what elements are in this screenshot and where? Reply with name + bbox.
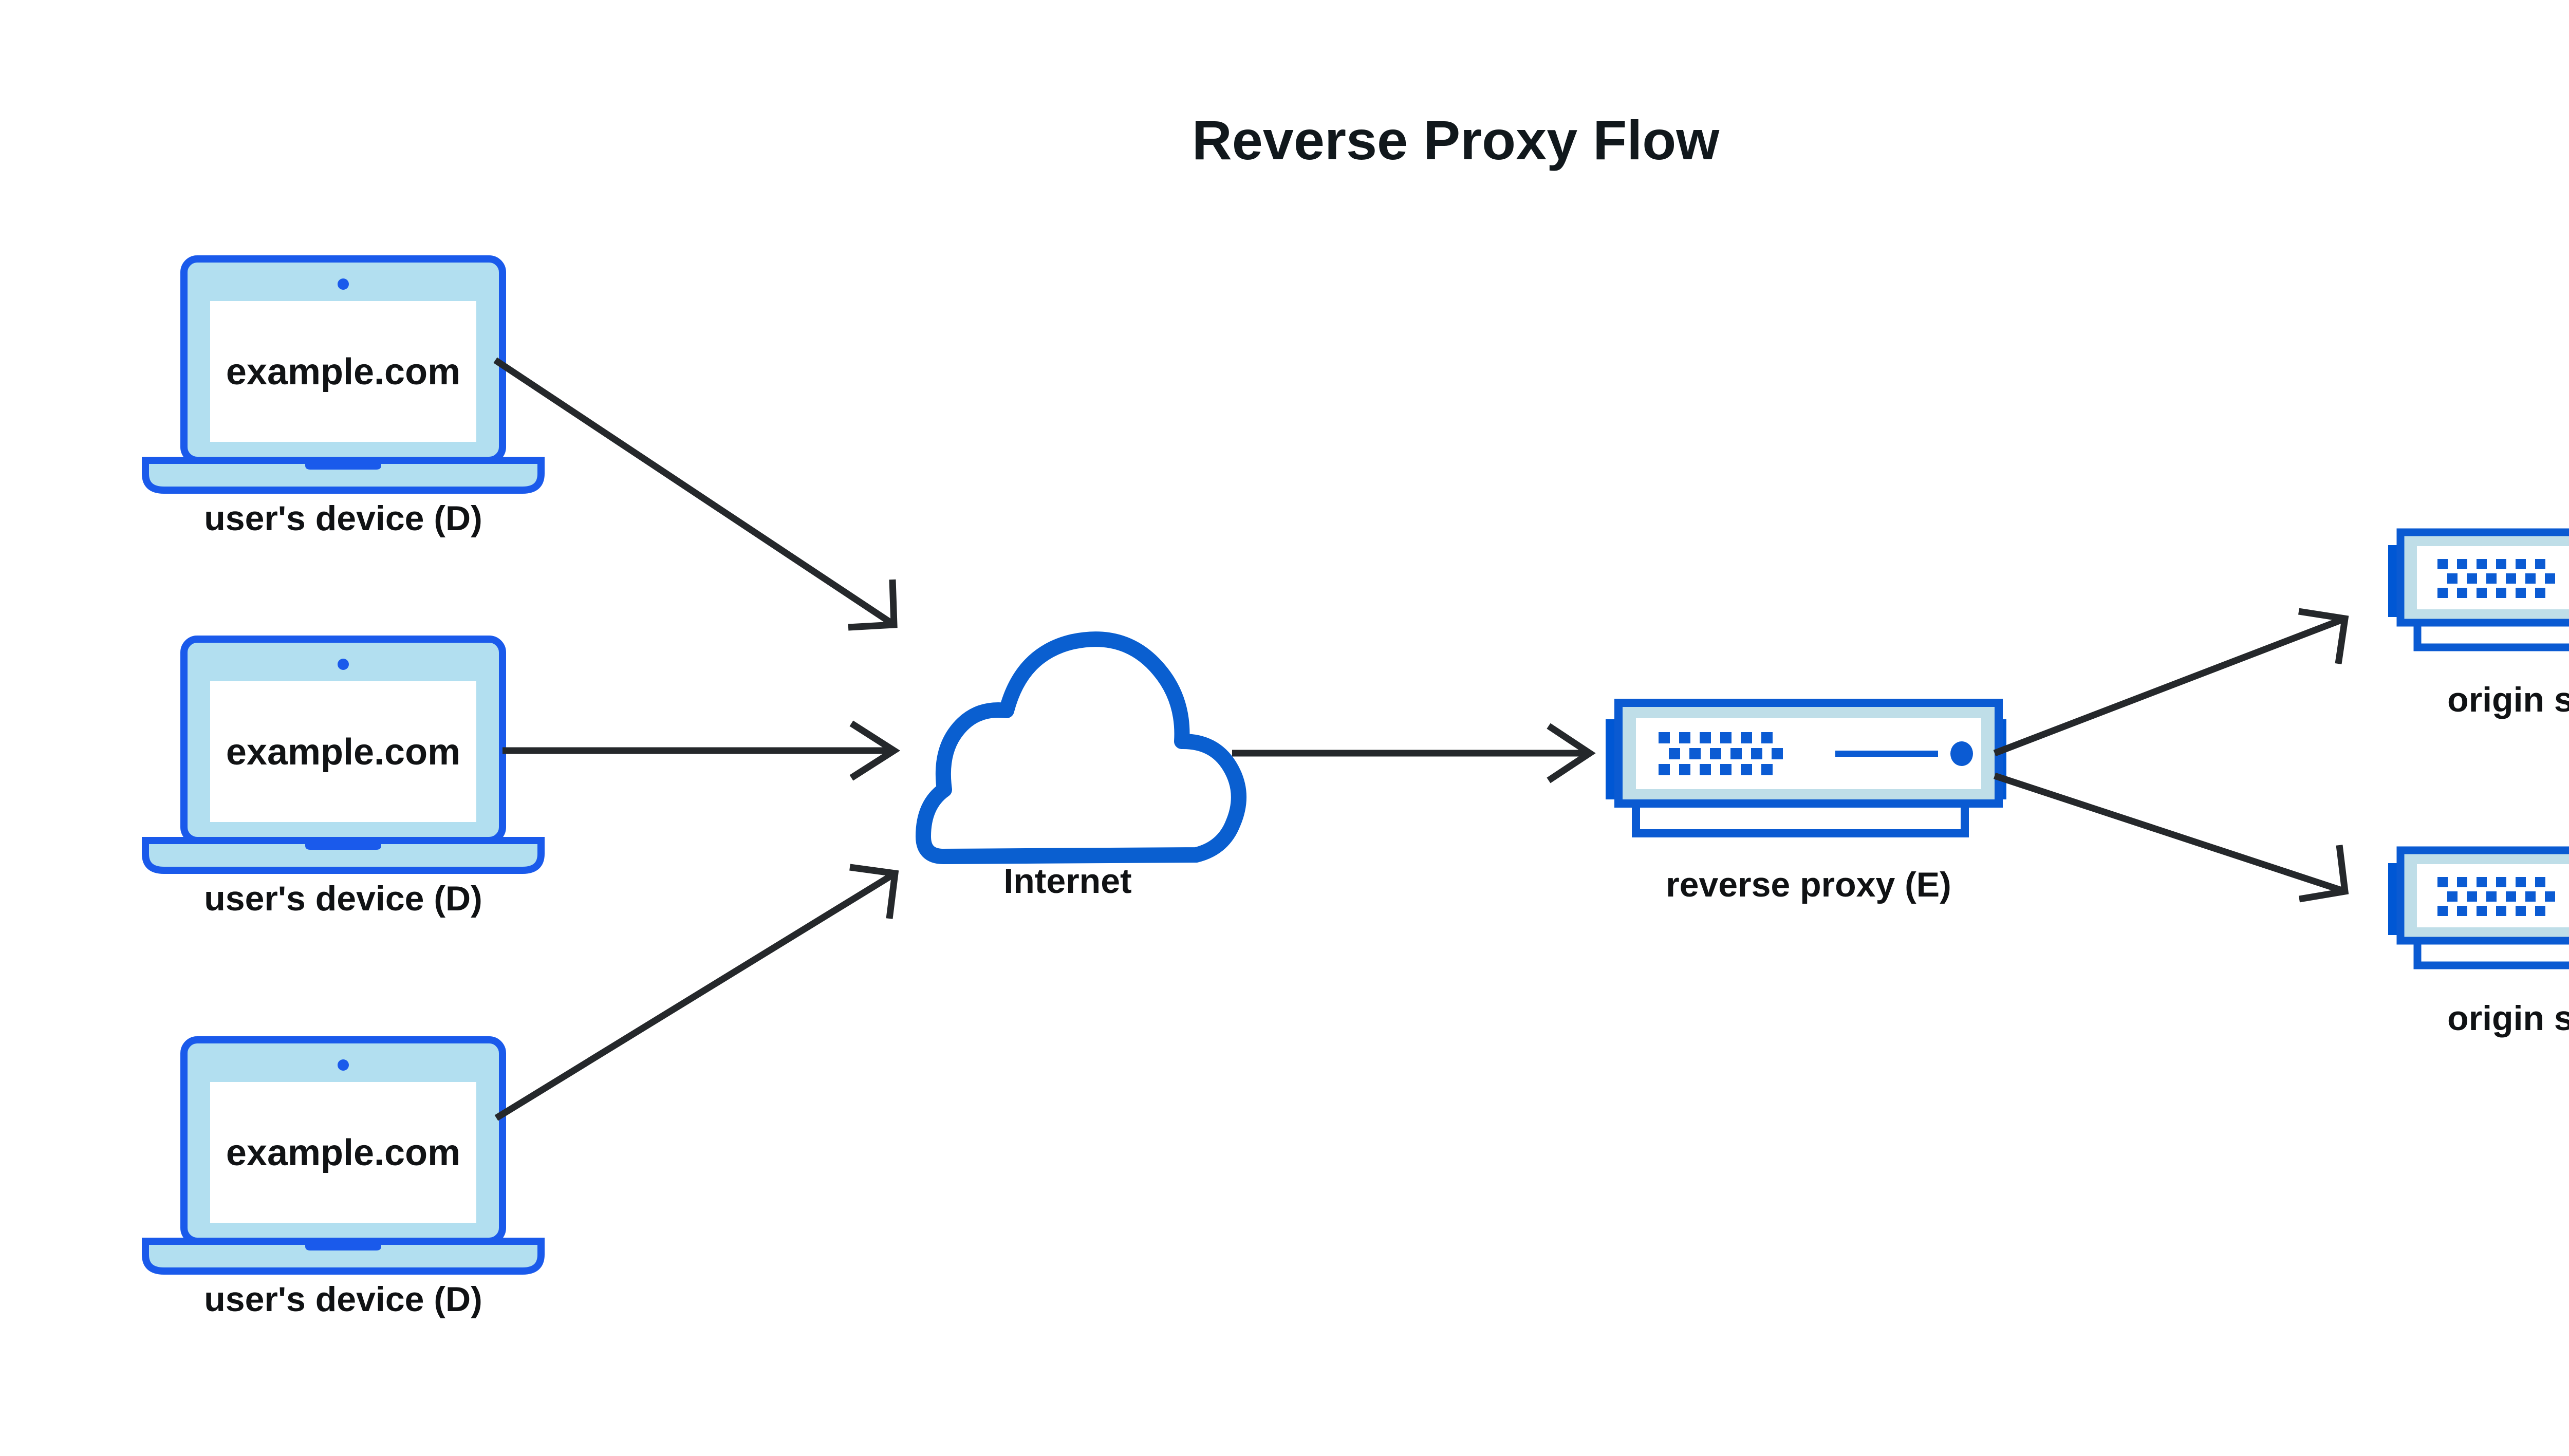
client-1-label: user's device (D)	[204, 499, 482, 538]
cloud-shape	[916, 631, 1246, 864]
edge-client2-internet	[502, 720, 901, 781]
laptop-screen-text: example.com	[226, 351, 460, 393]
laptop-screen	[210, 1082, 476, 1223]
edge-client3-internet	[494, 864, 899, 1121]
client-2-label: user's device (D)	[204, 879, 482, 918]
server-status-led-icon	[1950, 741, 1973, 766]
laptop-base	[142, 1238, 545, 1275]
edge-internet-proxy	[1232, 723, 1596, 783]
origin-1-label: origin server (F)	[2447, 680, 2569, 719]
server-status-line	[1835, 751, 1938, 757]
edge-proxy-origin2	[1993, 772, 2349, 903]
page-title: Reverse Proxy Flow	[1192, 109, 1720, 171]
laptop-notch	[305, 1241, 381, 1250]
edge-proxy-origin1	[1993, 608, 2349, 757]
laptop-icon: example.com	[142, 636, 545, 874]
laptop-camera-icon	[338, 278, 349, 290]
laptop-camera-icon	[338, 659, 349, 670]
laptop-icon: example.com	[142, 255, 545, 494]
laptop-base	[142, 457, 545, 494]
cloud-icon	[916, 631, 1246, 864]
laptop-notch	[305, 460, 381, 470]
laptop-notch	[305, 841, 381, 850]
laptop-screen	[210, 301, 476, 442]
laptop-screen-text: example.com	[226, 732, 460, 773]
laptop-camera-icon	[338, 1059, 349, 1071]
laptop-screen	[210, 681, 476, 822]
server-icon	[2388, 846, 2569, 969]
server-vent-grid	[1659, 732, 1783, 775]
laptop-icon: example.com	[142, 1036, 545, 1275]
laptop-base	[142, 837, 545, 874]
reverse-proxy-label: reverse proxy (E)	[1666, 865, 1951, 904]
server-icon	[1606, 699, 2006, 837]
server-vent-grid	[2437, 877, 2555, 916]
server-vent-grid	[2437, 559, 2555, 598]
server-icon	[2388, 528, 2569, 651]
laptop-screen-text: example.com	[226, 1132, 460, 1173]
internet-label: Internet	[1003, 862, 1131, 901]
origin-2-label: origin server (F)	[2447, 999, 2569, 1038]
client-3-label: user's device (D)	[204, 1280, 482, 1319]
edge-client1-internet	[493, 357, 898, 631]
